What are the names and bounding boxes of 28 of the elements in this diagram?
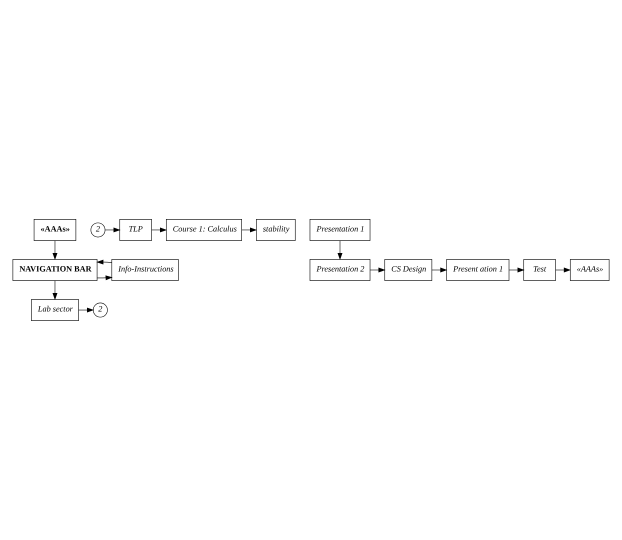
arrow [96, 275, 113, 280]
arrow [370, 268, 386, 272]
node-box: Course 1: Calculus [166, 219, 242, 241]
node-box: Lab sector [31, 299, 79, 321]
node-box: «AAAs» [570, 259, 610, 281]
arrow [96, 260, 112, 265]
arrow [242, 227, 258, 232]
arrow [151, 227, 168, 232]
node-box: Presentation 2 [310, 259, 370, 281]
node-box: NAVIGATION BAR [12, 259, 98, 281]
node-box: TLP [119, 219, 152, 241]
node-box: Presentation 1 [310, 219, 370, 241]
node-circle: 2 [92, 302, 108, 318]
arrow [432, 268, 448, 272]
node-box: Present ation 1 [446, 259, 510, 281]
node-box: CS Design [384, 259, 432, 281]
arrow [52, 280, 58, 300]
arrow [555, 268, 571, 272]
node-box: stability [256, 219, 296, 241]
arrow [78, 308, 94, 313]
node-circle: 2 [90, 222, 106, 238]
node-box: Test [523, 259, 556, 281]
node-box: Info-Instructions [112, 259, 179, 281]
node-box: «AAAs» [34, 219, 76, 241]
arrow [104, 227, 121, 232]
arrow [338, 240, 342, 260]
arrow [508, 268, 525, 272]
arrow [52, 240, 58, 260]
